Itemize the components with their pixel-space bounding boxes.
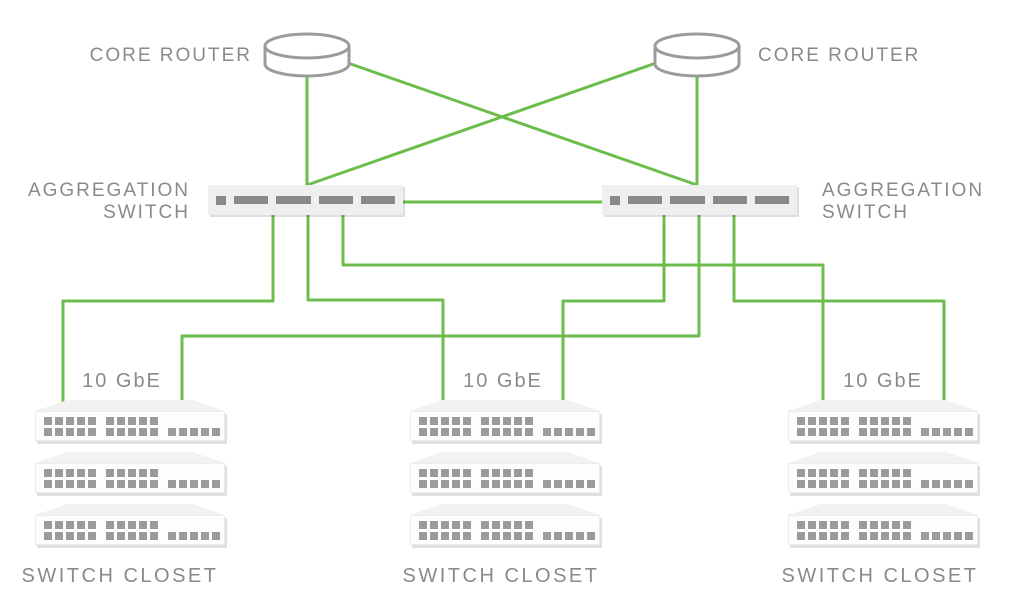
rack-switch-ports (788, 463, 978, 493)
aggregation-switch-right-icon (602, 185, 797, 215)
port-group (797, 469, 849, 488)
link-router-right-to-agg-left (306, 60, 660, 187)
switch-port-led (216, 195, 226, 205)
switch-port-bar (234, 196, 269, 204)
switch-closet-left-label: SWITCH CLOSET (21, 565, 219, 587)
uplink-label-right: 10 GbE (843, 370, 923, 392)
port-group (106, 417, 158, 436)
port-group (106, 469, 158, 488)
rack-switch-ports (35, 411, 225, 441)
port-group (481, 521, 533, 540)
rack-switch-unit (35, 452, 225, 493)
rack-switch-ports (35, 515, 225, 545)
aggregation-switch-left-label: AGGREGATION SWITCH (28, 180, 190, 224)
rack-switch-unit (410, 400, 600, 441)
core-router-right-icon (652, 30, 742, 85)
switch-port-bar (628, 196, 663, 204)
port-group (44, 521, 96, 540)
port-group (921, 417, 973, 436)
port-group (44, 469, 96, 488)
port-group (168, 469, 220, 488)
core-router-left-label: CORE ROUTER (89, 45, 252, 66)
port-group (797, 521, 849, 540)
rack-switch-unit (35, 504, 225, 545)
rack-switch-unit (410, 504, 600, 545)
uplink-label-left: 10 GbE (82, 370, 162, 392)
port-group (921, 521, 973, 540)
port-group (859, 521, 911, 540)
rack-switch-top (35, 452, 225, 463)
rack-switch-top (410, 400, 600, 411)
core-router-right-label: CORE ROUTER (758, 45, 921, 66)
link-agg-left-to-closet-right (341, 215, 825, 408)
switch-closet-right-label: SWITCH CLOSET (781, 565, 979, 587)
core-router-left-icon (262, 30, 352, 85)
rack-switch-top (788, 504, 978, 515)
rack-switch-top (410, 452, 600, 463)
aggregation-switch-left-icon (208, 185, 403, 215)
link-router-left-to-agg-right (344, 60, 698, 187)
rack-switch-top (788, 400, 978, 411)
rack-switch-ports (35, 463, 225, 493)
switch-port-bar (276, 196, 311, 204)
rack-switch-ports (788, 515, 978, 545)
switch-port-led (610, 195, 620, 205)
link-agg-right-to-closet-middle (561, 215, 666, 408)
link-agg-right-to-closet-left (180, 215, 701, 408)
port-group (797, 417, 849, 436)
port-group (481, 469, 533, 488)
switch-closet-left (35, 400, 225, 556)
port-group (921, 469, 973, 488)
switch-closet-right (788, 400, 978, 556)
port-group (481, 417, 533, 436)
rack-switch-unit (788, 504, 978, 545)
port-group (106, 521, 158, 540)
switch-port-bar (360, 196, 395, 204)
switch-port-bar (318, 196, 353, 204)
aggregation-switch-right-label-line2: SWITCH (822, 202, 909, 223)
switch-port-bar (754, 196, 789, 204)
rack-switch-top (35, 400, 225, 411)
port-group (419, 521, 471, 540)
port-group (859, 469, 911, 488)
rack-switch-top (410, 504, 600, 515)
aggregation-switch-right-label: AGGREGATION SWITCH (822, 180, 984, 224)
rack-switch-top (35, 504, 225, 515)
switch-port-bar (712, 196, 747, 204)
link-agg-right-to-closet-right (732, 215, 946, 408)
switch-closet-middle (410, 400, 600, 556)
rack-switch-ports (410, 515, 600, 545)
port-group (543, 417, 595, 436)
rack-switch-ports (788, 411, 978, 441)
aggregation-switch-right-label-line1: AGGREGATION (822, 180, 985, 201)
link-agg-left-to-closet-left (61, 215, 275, 408)
port-group (859, 417, 911, 436)
rack-switch-ports (410, 463, 600, 493)
port-group (543, 469, 595, 488)
aggregation-switch-left-label-line1: AGGREGATION (27, 180, 190, 201)
port-group (44, 417, 96, 436)
rack-switch-top (788, 452, 978, 463)
rack-switch-ports (410, 411, 600, 441)
link-agg-left-to-closet-middle (306, 215, 445, 408)
aggregation-switch-left-label-line2: SWITCH (103, 202, 190, 223)
rack-switch-unit (788, 452, 978, 493)
rack-switch-unit (410, 452, 600, 493)
switch-closet-middle-label: SWITCH CLOSET (402, 565, 600, 587)
port-group (419, 469, 471, 488)
port-group (168, 521, 220, 540)
rack-switch-unit (35, 400, 225, 441)
rack-switch-unit (788, 400, 978, 441)
port-group (168, 417, 220, 436)
port-group (419, 417, 471, 436)
switch-port-bar (670, 196, 705, 204)
port-group (543, 521, 595, 540)
uplink-label-middle: 10 GbE (463, 370, 543, 392)
